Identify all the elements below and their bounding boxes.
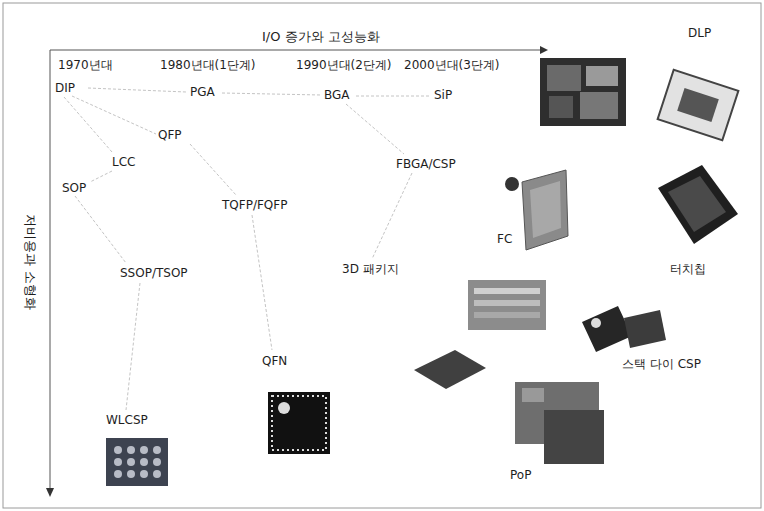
package-name: 스택 다이 CSP: [622, 357, 701, 371]
wlcsp-image: [106, 438, 168, 486]
era-label: 1990년대(2단계): [296, 58, 392, 72]
era-label: 1970년대: [58, 58, 113, 72]
dlp-image: [658, 70, 739, 140]
axis-line: [50, 50, 51, 488]
package-name: LCC: [112, 155, 135, 169]
package-name: 터치칩: [670, 262, 706, 276]
package-name: SSOP/TSOP: [120, 266, 188, 280]
package-name: QFN: [262, 354, 287, 368]
package-name: PGA: [190, 85, 215, 99]
3d-package-image: [468, 280, 546, 330]
fc-image: [505, 170, 568, 250]
axis-title: I/O 증가와 고성능화: [262, 30, 380, 44]
package-name: DLP: [688, 26, 711, 40]
trend-lines: [64, 88, 431, 410]
package-name: BGA: [324, 88, 350, 102]
package-name: DIP: [55, 81, 75, 95]
touch-chip-image: [658, 165, 738, 244]
package-name: SiP: [434, 88, 452, 102]
flat-chip-image: [414, 350, 486, 389]
package-name: WLCSP: [106, 413, 148, 427]
pop-image: [515, 382, 604, 464]
package-name: PoP: [510, 468, 531, 482]
stack-die-image: [582, 306, 666, 352]
axis-line: [50, 50, 540, 51]
logo-dot: [505, 177, 519, 191]
axis-title: 저비용과 소형화: [23, 214, 37, 309]
package-name: FC: [497, 232, 512, 246]
package-name: FBGA/CSP: [396, 157, 456, 171]
sip-image: [540, 58, 626, 126]
frame: [3, 3, 761, 508]
package-name: QFP: [158, 128, 182, 142]
arrow-head: [46, 488, 54, 497]
qfn-image: [268, 392, 330, 454]
era-label: 1980년대(1단계): [160, 58, 256, 72]
arrow-head: [540, 46, 548, 54]
era-label: 2000년대(3단계): [404, 58, 500, 72]
package-name: 3D 패키지: [342, 262, 399, 276]
package-name: TQFP/FQFP: [222, 198, 287, 212]
package-name: SOP: [62, 181, 86, 195]
